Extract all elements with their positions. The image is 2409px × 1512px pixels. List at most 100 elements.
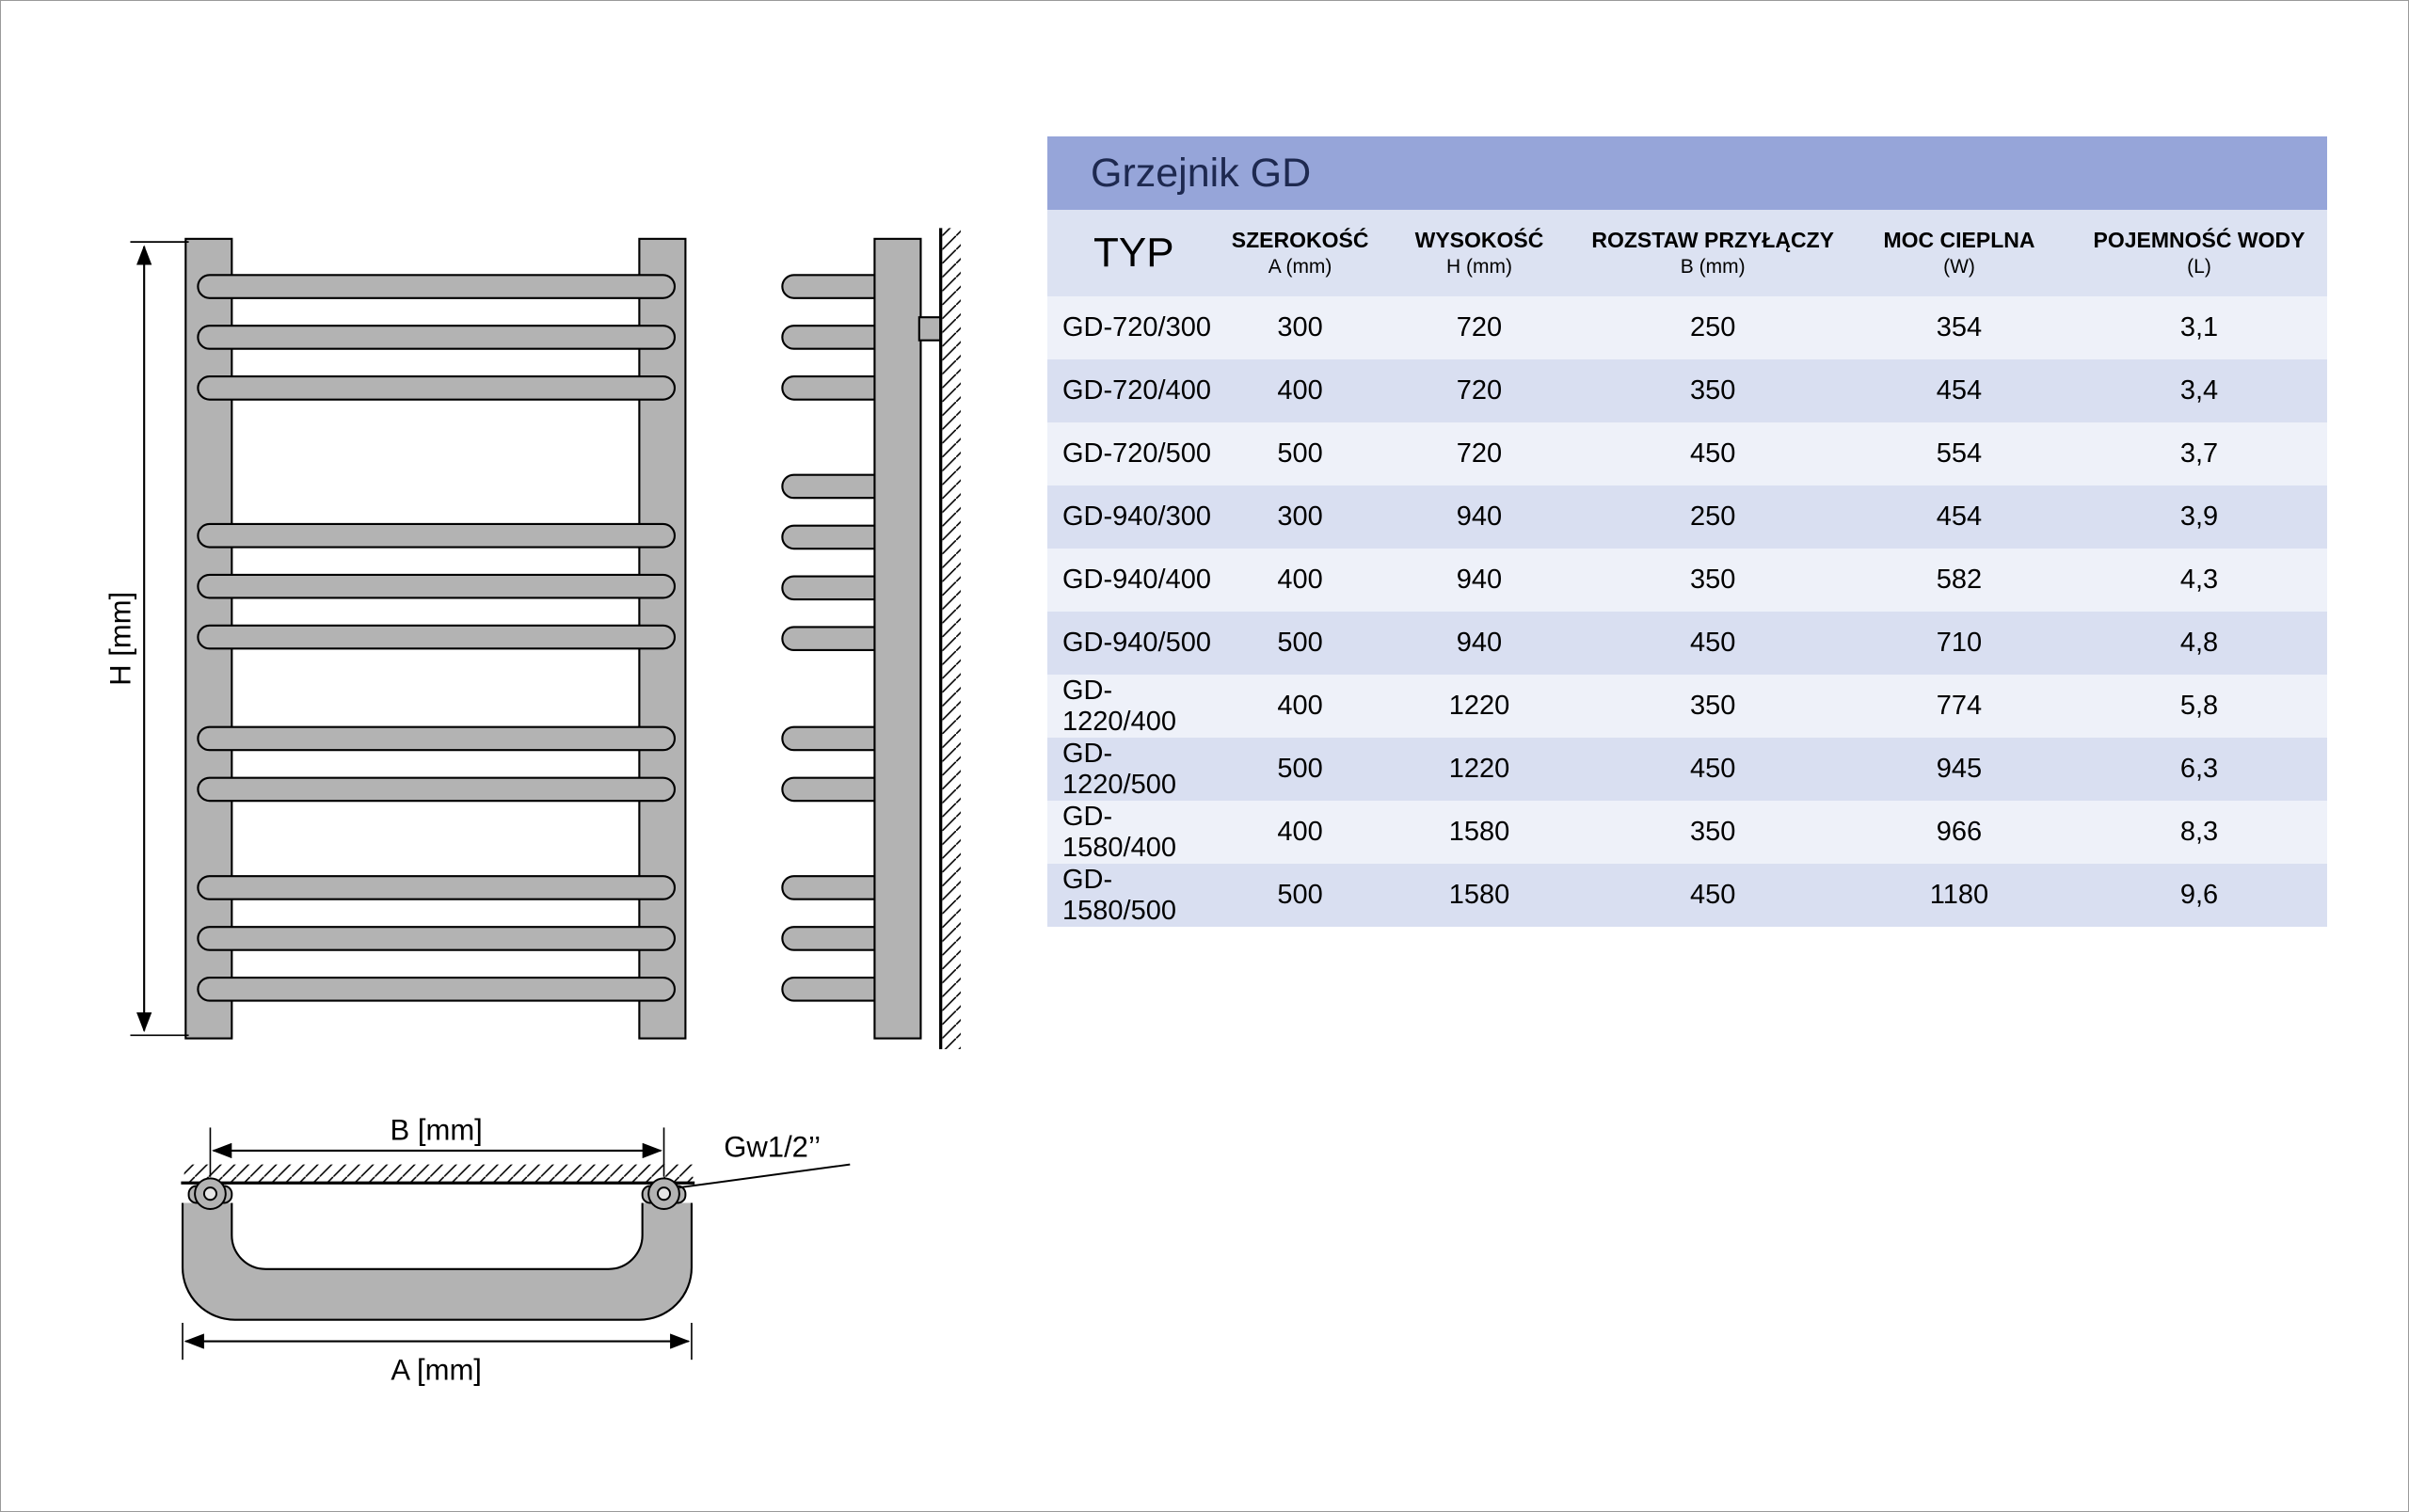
table-row: GD-720/300 300 720 250 354 3,1 <box>1047 296 2327 359</box>
table-row: GD-1580/500 500 1580 450 1180 9,6 <box>1047 864 2327 927</box>
cell-rozstaw: 350 <box>1689 817 1736 847</box>
front-rung <box>197 725 677 752</box>
cell-typ: GD-940/300 <box>1062 501 1211 532</box>
front-rung <box>197 624 677 650</box>
column-label: POJEMNOŚĆ WODY <box>2093 227 2305 252</box>
cell-wysokosc: 940 <box>1456 501 1503 532</box>
column-label: MOC CIEPLNA <box>1883 227 2035 252</box>
radiator-side-view <box>781 228 961 1050</box>
front-rung <box>197 977 677 1002</box>
front-rung <box>197 274 677 299</box>
cell-rozstaw: 350 <box>1689 375 1736 406</box>
front-rung <box>197 926 677 951</box>
cell-pojemnosc: 6,3 <box>2179 754 2219 784</box>
front-rung <box>197 776 677 803</box>
table-row: GD-1580/400 400 1580 350 966 8,3 <box>1047 801 2327 864</box>
cell-typ: GD-1220/400 <box>1062 675 1176 737</box>
width-dimension-label: A [mm] <box>391 1353 482 1386</box>
table-row: GD-1220/400 400 1220 350 774 5,8 <box>1047 675 2327 738</box>
cell-szerokosc: 500 <box>1277 438 1323 469</box>
cell-wysokosc: 720 <box>1456 312 1503 342</box>
cell-moc: 454 <box>1936 375 1983 406</box>
cell-moc: 554 <box>1936 438 1983 469</box>
thread-callout: Gw1/2’’ <box>678 1130 851 1189</box>
cell-pojemnosc: 3,1 <box>2179 312 2219 342</box>
cell-pojemnosc: 4,3 <box>2179 565 2219 595</box>
cell-typ: GD-940/500 <box>1062 628 1211 658</box>
front-rung <box>197 325 677 350</box>
cell-rozstaw: 350 <box>1689 691 1736 721</box>
cell-pojemnosc: 8,3 <box>2179 817 2219 847</box>
front-rung <box>197 375 677 401</box>
column-sublabel: (L) <box>2187 256 2211 279</box>
table-row: GD-940/500 500 940 450 710 4,8 <box>1047 612 2327 675</box>
cell-moc: 966 <box>1936 817 1983 847</box>
column-header-typ: TYP <box>1093 230 1174 276</box>
cell-moc: 710 <box>1936 628 1983 658</box>
column-sublabel: H (mm) <box>1446 256 1512 279</box>
table-title: Grzejnik GD <box>1047 136 2327 210</box>
cell-szerokosc: 500 <box>1277 754 1323 784</box>
cell-moc: 774 <box>1936 691 1983 721</box>
ceiling-hatching <box>183 1164 694 1184</box>
cell-moc: 1180 <box>1929 880 1989 910</box>
column-header-moc: MOC CIEPLNA (W) <box>1847 210 2071 296</box>
cell-rozstaw: 250 <box>1689 312 1736 342</box>
radiator-bottom-view: B [mm] Gw1/2’’ A [mm] <box>181 1113 851 1386</box>
cell-szerokosc: 500 <box>1277 628 1323 658</box>
cell-rozstaw: 450 <box>1689 880 1736 910</box>
wall-bracket <box>917 316 942 342</box>
column-sublabel: (W) <box>1943 256 1975 279</box>
table-row: GD-720/500 500 720 450 554 3,7 <box>1047 422 2327 485</box>
cell-typ: GD-1580/500 <box>1062 864 1176 926</box>
cell-pojemnosc: 3,9 <box>2179 501 2219 532</box>
cell-typ: GD-940/400 <box>1062 565 1211 595</box>
cell-typ: GD-720/400 <box>1062 375 1211 406</box>
cell-rozstaw: 350 <box>1689 565 1736 595</box>
cell-typ: GD-720/500 <box>1062 438 1211 469</box>
leader-line <box>678 1163 851 1189</box>
cell-wysokosc: 1580 <box>1448 817 1510 847</box>
front-rung <box>197 875 677 900</box>
thread-label: Gw1/2’’ <box>724 1130 821 1163</box>
cell-moc: 582 <box>1936 565 1983 595</box>
table-row: GD-940/400 400 940 350 582 4,3 <box>1047 549 2327 612</box>
radiator-front-view <box>184 237 687 1040</box>
column-header-wysokosc: WYSOKOŚĆ H (mm) <box>1380 210 1579 296</box>
height-dimension-label: H [mm] <box>104 592 136 686</box>
cell-pojemnosc: 3,7 <box>2179 438 2219 469</box>
wall-hatching <box>940 228 961 1050</box>
technical-drawing: H [mm] <box>104 228 961 1386</box>
cell-szerokosc: 300 <box>1277 312 1323 342</box>
column-header-pojemnosc: POJEMNOŚĆ WODY (L) <box>2071 210 2327 296</box>
cell-wysokosc: 940 <box>1456 565 1503 595</box>
cell-pojemnosc: 3,4 <box>2179 375 2219 406</box>
cell-wysokosc: 1220 <box>1448 754 1510 784</box>
cell-moc: 354 <box>1936 312 1983 342</box>
cell-pojemnosc: 9,6 <box>2179 880 2219 910</box>
front-rung <box>197 573 677 599</box>
column-label: WYSOKOŚĆ <box>1414 227 1544 252</box>
cell-wysokosc: 1220 <box>1448 691 1510 721</box>
height-dimension: H [mm] <box>104 241 189 1037</box>
table-header-row: TYP SZEROKOŚĆ A (mm) WYSOKOŚĆ H (mm) ROZ… <box>1047 210 2327 296</box>
cell-moc: 454 <box>1936 501 1983 532</box>
table-row: GD-720/400 400 720 350 454 3,4 <box>1047 359 2327 422</box>
cell-rozstaw: 450 <box>1689 754 1736 784</box>
cell-wysokosc: 720 <box>1456 438 1503 469</box>
cell-wysokosc: 720 <box>1456 375 1503 406</box>
cell-rozstaw: 450 <box>1689 438 1736 469</box>
cell-typ: GD-720/300 <box>1062 312 1211 342</box>
connection-fitting-right <box>641 1177 687 1211</box>
cell-szerokosc: 400 <box>1277 817 1323 847</box>
cell-rozstaw: 250 <box>1689 501 1736 532</box>
cell-pojemnosc: 4,8 <box>2179 628 2219 658</box>
front-rung <box>197 522 677 549</box>
column-sublabel: A (mm) <box>1268 256 1332 279</box>
cell-szerokosc: 300 <box>1277 501 1323 532</box>
column-header-rozstaw: ROZSTAW PRZYŁĄCZY B (mm) <box>1578 210 1847 296</box>
cell-szerokosc: 500 <box>1277 880 1323 910</box>
table-body: GD-720/300 300 720 250 354 3,1 GD-720/40… <box>1047 296 2327 927</box>
table-row: GD-940/300 300 940 250 454 3,9 <box>1047 485 2327 549</box>
